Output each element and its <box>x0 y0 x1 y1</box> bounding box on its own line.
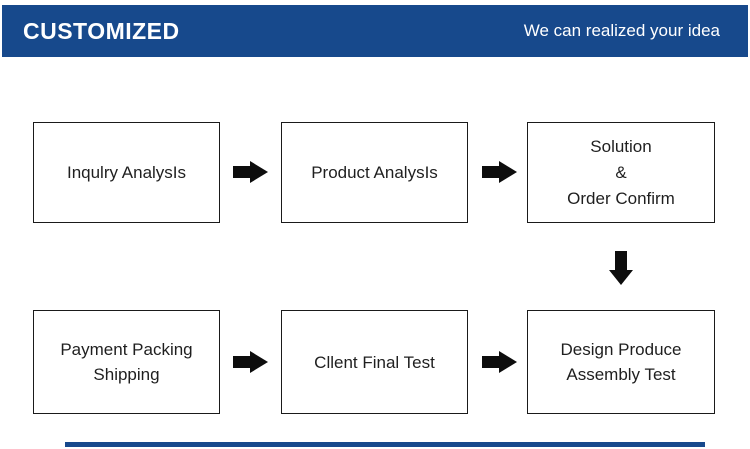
arrow-head <box>250 351 268 373</box>
arrow-stem <box>233 166 250 178</box>
flow-box-design-produce-assembly-test: Design Produce Assembly Test <box>527 310 715 414</box>
box-label: Solution & Order Confirm <box>567 134 675 212</box>
arrow-stem <box>233 356 250 368</box>
box-label-line: Assembly Test <box>566 365 676 384</box>
box-label-line: Inqulry AnalysIs <box>66 163 187 182</box>
flow-box-client-final-test: Cllent Final Test <box>281 310 468 414</box>
arrow-head <box>250 161 268 183</box>
box-label-line: Product AnalysIs <box>311 163 438 182</box>
box-label-line: Payment Packing <box>60 340 193 359</box>
header-tagline: We can realized your idea <box>523 21 720 40</box>
box-label-line: Cllent Final Test <box>314 352 435 372</box>
header-bar: CUSTOMIZED We can realized your idea <box>2 5 748 57</box>
arrow-head <box>499 351 517 373</box>
box-label-line: Shipping <box>93 365 160 384</box>
flow-box-solution-order-confirm: Solution & Order Confirm <box>527 122 715 223</box>
page-title: CUSTOMIZED <box>23 17 180 44</box>
arrow-stem <box>482 356 499 368</box>
arrow-down-icon <box>609 251 633 285</box>
arrow-right-icon <box>233 351 268 373</box>
arrow-right-icon <box>233 161 268 183</box>
box-label: Inqulry AnalysIs <box>67 160 186 185</box>
box-label-line: Solution <box>590 136 652 156</box>
box-label: Cllent Final Test <box>314 350 435 375</box>
box-label-line: Design Produce <box>560 340 682 359</box>
arrow-head <box>609 270 633 285</box>
box-label-line: & <box>615 162 627 182</box>
flow-box-product-analysis: Product AnalysIs <box>281 122 468 223</box>
flow-box-inquiry-analysis: Inqulry AnalysIs <box>33 122 220 223</box>
box-label-line: Order Confirm <box>567 188 675 208</box>
arrow-stem <box>615 251 627 270</box>
arrow-stem <box>482 166 499 178</box>
bottom-accent-strip <box>65 442 705 447</box>
box-label: Design Produce Assembly Test <box>561 337 682 387</box>
box-label: Payment Packing Shipping <box>60 337 192 387</box>
arrow-right-icon <box>482 161 517 183</box>
box-label: Product AnalysIs <box>311 160 438 185</box>
arrow-right-icon <box>482 351 517 373</box>
arrow-head <box>499 161 517 183</box>
flow-box-payment-packing-shipping: Payment Packing Shipping <box>33 310 220 414</box>
